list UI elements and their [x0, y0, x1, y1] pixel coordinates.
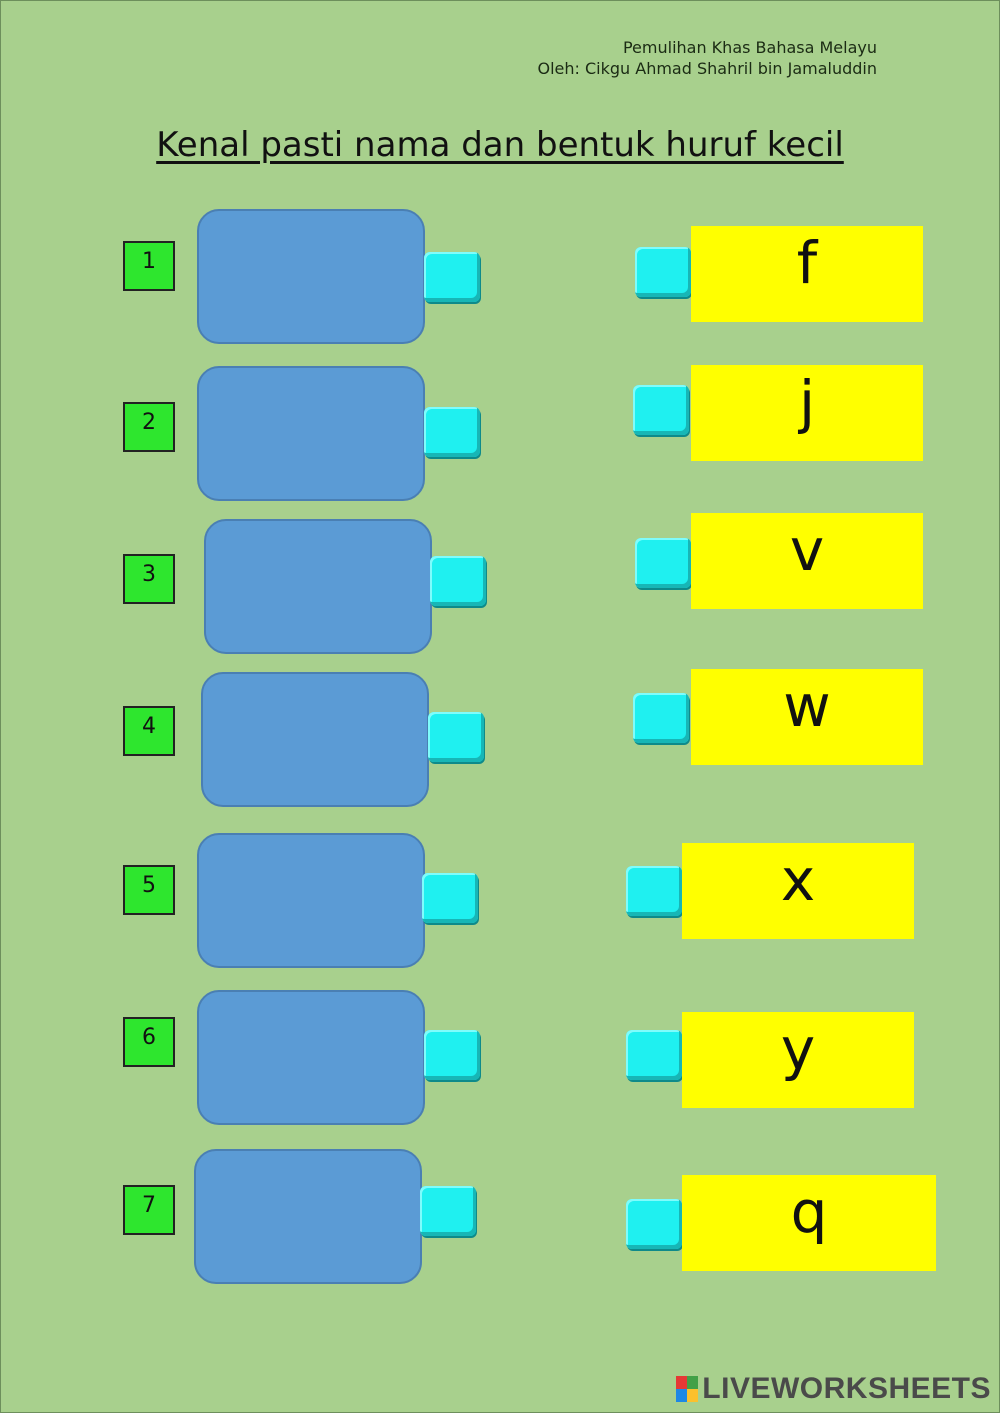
letter-card-1[interactable]: f — [691, 226, 923, 322]
letter-card-6-text: y — [780, 1015, 816, 1083]
credits: Pemulihan Khas Bahasa Melayu Oleh: Cikgu… — [537, 37, 877, 79]
letter-card-5[interactable]: x — [682, 843, 914, 939]
number-label-5: 5 — [123, 865, 175, 915]
number-label-2: 2 — [123, 402, 175, 452]
number-label-4: 4 — [123, 706, 175, 756]
left-connector-3[interactable] — [430, 556, 486, 606]
page-title: Kenal pasti nama dan bentuk huruf kecil — [156, 125, 844, 165]
right-connector-7[interactable] — [626, 1199, 682, 1249]
right-connector-6[interactable] — [626, 1030, 682, 1080]
logo-square-red — [676, 1376, 688, 1389]
liveworksheets-logo[interactable]: LIVEWORKSHEETS — [676, 1372, 991, 1405]
letter-card-2-text: j — [798, 368, 816, 436]
right-connector-1[interactable] — [635, 247, 691, 297]
liveworksheets-logo-icon — [676, 1376, 699, 1402]
right-connector-2[interactable] — [633, 385, 689, 435]
answer-box-3[interactable] — [204, 519, 432, 654]
number-label-6: 6 — [123, 1017, 175, 1067]
left-connector-2[interactable] — [424, 407, 480, 457]
letter-card-5-text: x — [780, 846, 816, 914]
left-connector-4[interactable] — [428, 712, 484, 762]
letter-card-2[interactable]: j — [691, 365, 923, 461]
logo-square-blue — [676, 1389, 688, 1402]
right-connector-5[interactable] — [626, 866, 682, 916]
answer-box-5[interactable] — [197, 833, 425, 968]
left-connector-5[interactable] — [422, 873, 478, 923]
logo-square-yellow — [687, 1389, 699, 1402]
answer-box-1[interactable] — [197, 209, 425, 344]
answer-box-7[interactable] — [194, 1149, 422, 1284]
logo-square-green — [687, 1376, 699, 1389]
letter-card-3[interactable]: v — [691, 513, 923, 609]
letter-card-7[interactable]: q — [682, 1175, 936, 1271]
credits-line-2: Oleh: Cikgu Ahmad Shahril bin Jamaluddin — [537, 59, 877, 78]
answer-box-4[interactable] — [201, 672, 429, 807]
letter-card-4-text: w — [783, 672, 831, 740]
right-connector-3[interactable] — [635, 538, 691, 588]
liveworksheets-logo-text: LIVEWORKSHEETS — [702, 1372, 991, 1405]
answer-box-2[interactable] — [197, 366, 425, 501]
letter-card-4[interactable]: w — [691, 669, 923, 765]
left-connector-7[interactable] — [420, 1186, 476, 1236]
left-connector-1[interactable] — [424, 252, 480, 302]
letter-card-6[interactable]: y — [682, 1012, 914, 1108]
letter-card-7-text: q — [790, 1178, 828, 1246]
right-connector-4[interactable] — [633, 693, 689, 743]
letter-card-1-text: f — [796, 229, 818, 297]
left-connector-6[interactable] — [424, 1030, 480, 1080]
letter-card-3-text: v — [789, 516, 825, 584]
credits-line-1: Pemulihan Khas Bahasa Melayu — [622, 38, 877, 57]
answer-box-6[interactable] — [197, 990, 425, 1125]
number-label-1: 1 — [123, 241, 175, 291]
number-label-7: 7 — [123, 1185, 175, 1235]
number-label-3: 3 — [123, 554, 175, 604]
